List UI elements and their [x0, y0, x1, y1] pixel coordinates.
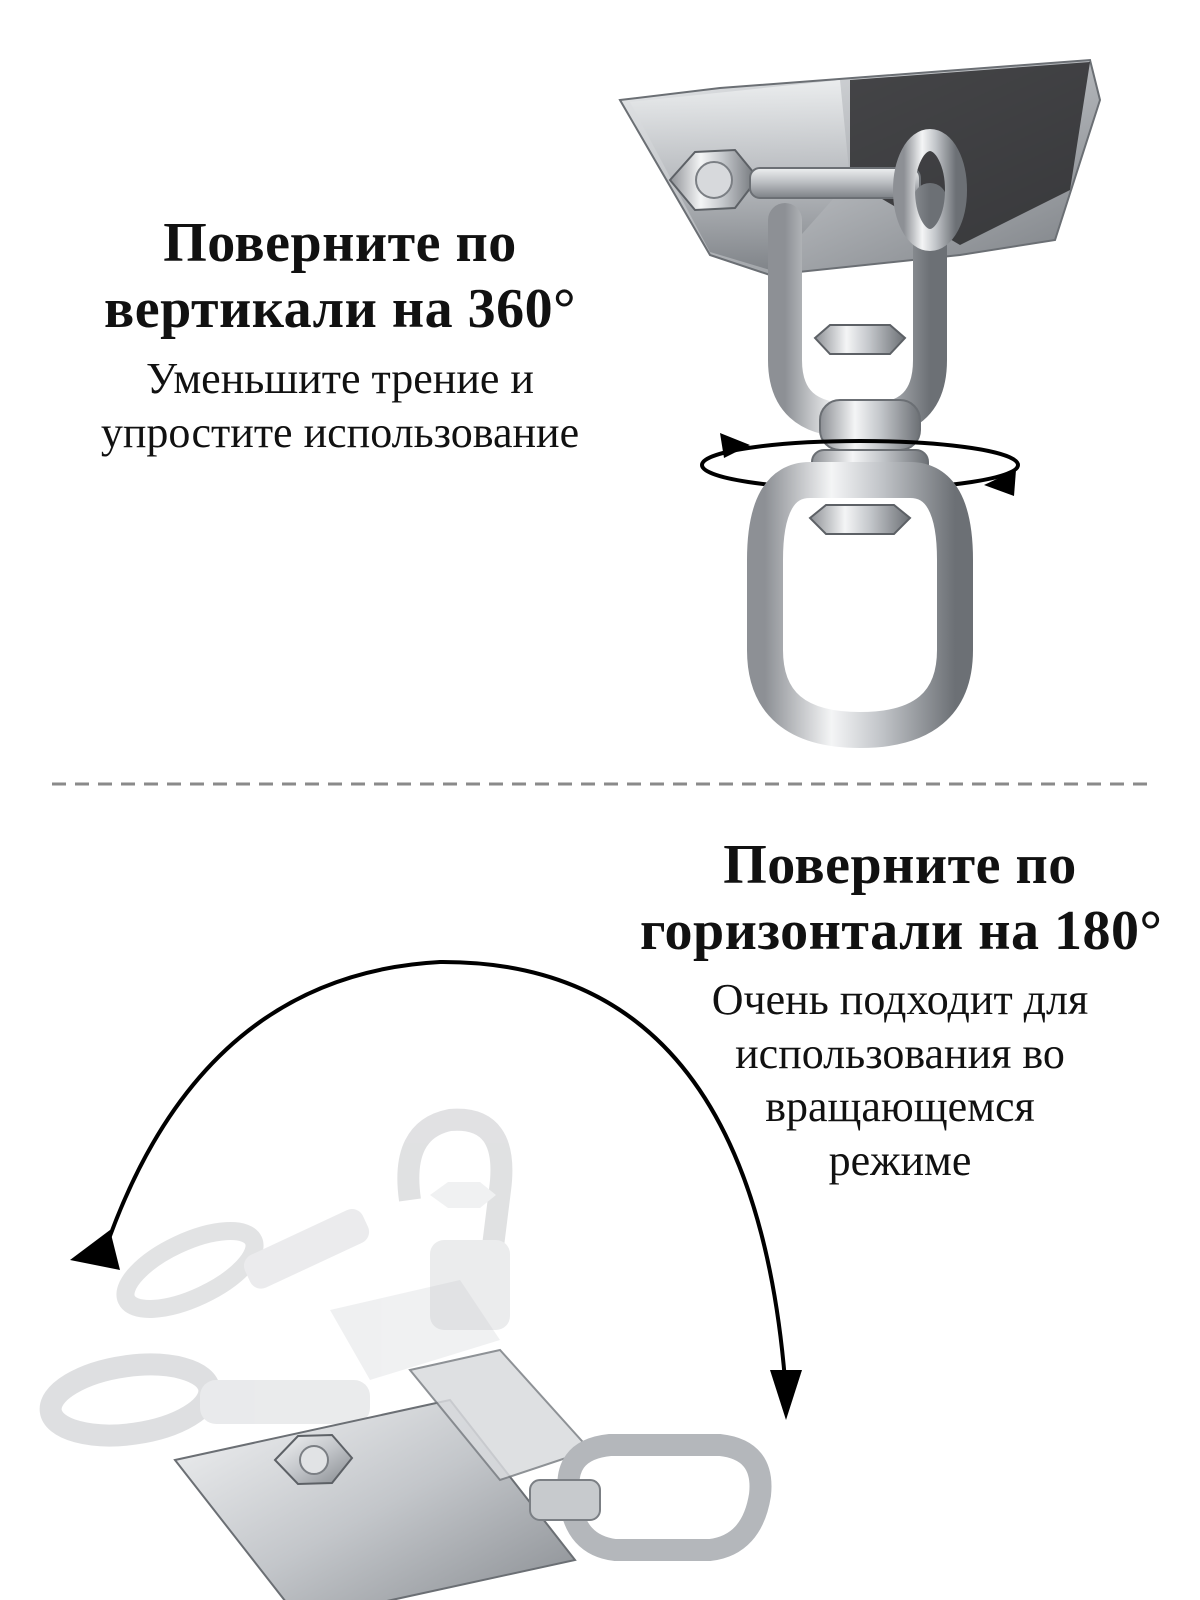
ghost-hanger-3	[39, 1353, 370, 1447]
horizontal-heading-line-2: горизонтали на 180°	[640, 900, 1163, 963]
vertical-description-line-1: Уменьшите трение и	[146, 354, 534, 403]
horizontal-description-line-3: вращающемся	[765, 1082, 1035, 1132]
horizontal-rotation-heading: Поверните по горизонтали на 180°	[640, 832, 1163, 964]
vertical-heading-line-1: Поверните по	[163, 212, 517, 274]
hex-bolt	[668, 148, 760, 212]
horizontal-description-line-2: использования во	[735, 1028, 1065, 1078]
horizontal-rotation-description: Очень подходит для использования во вращ…	[660, 973, 1140, 1188]
main-hanger-horizontal	[173, 1348, 772, 1600]
swing-hanger-horizontal-image	[39, 1108, 772, 1600]
vertical-rotation-panel: Поверните по вертикали на 360° Уменьшите…	[0, 0, 1200, 780]
horizontal-rotation-panel: Поверните по горизонтали на 180° Очень п…	[0, 780, 1200, 1600]
horizontal-description-line-1: Очень подходит для	[711, 975, 1089, 1024]
swing-hanger-vertical-image	[618, 58, 1102, 749]
vertical-heading-line-2: вертикали на 360°	[103, 278, 577, 341]
ghost-hanger-1	[116, 1209, 500, 1380]
ghost-hanger-2	[397, 1108, 513, 1330]
vertical-rotation-heading: Поверните по вертикали на 360°	[60, 210, 620, 342]
horizontal-description-line-4: режиме	[828, 1136, 972, 1186]
swivel-eye-ring	[747, 462, 973, 749]
vertical-rotation-description: Уменьшите трение и упростите использован…	[40, 352, 640, 459]
horizontal-heading-line-1: Поверните по	[723, 834, 1077, 896]
rotate-180-arc-arrow-icon	[70, 959, 802, 1420]
vertical-description-line-2: упростите использование	[100, 407, 580, 457]
